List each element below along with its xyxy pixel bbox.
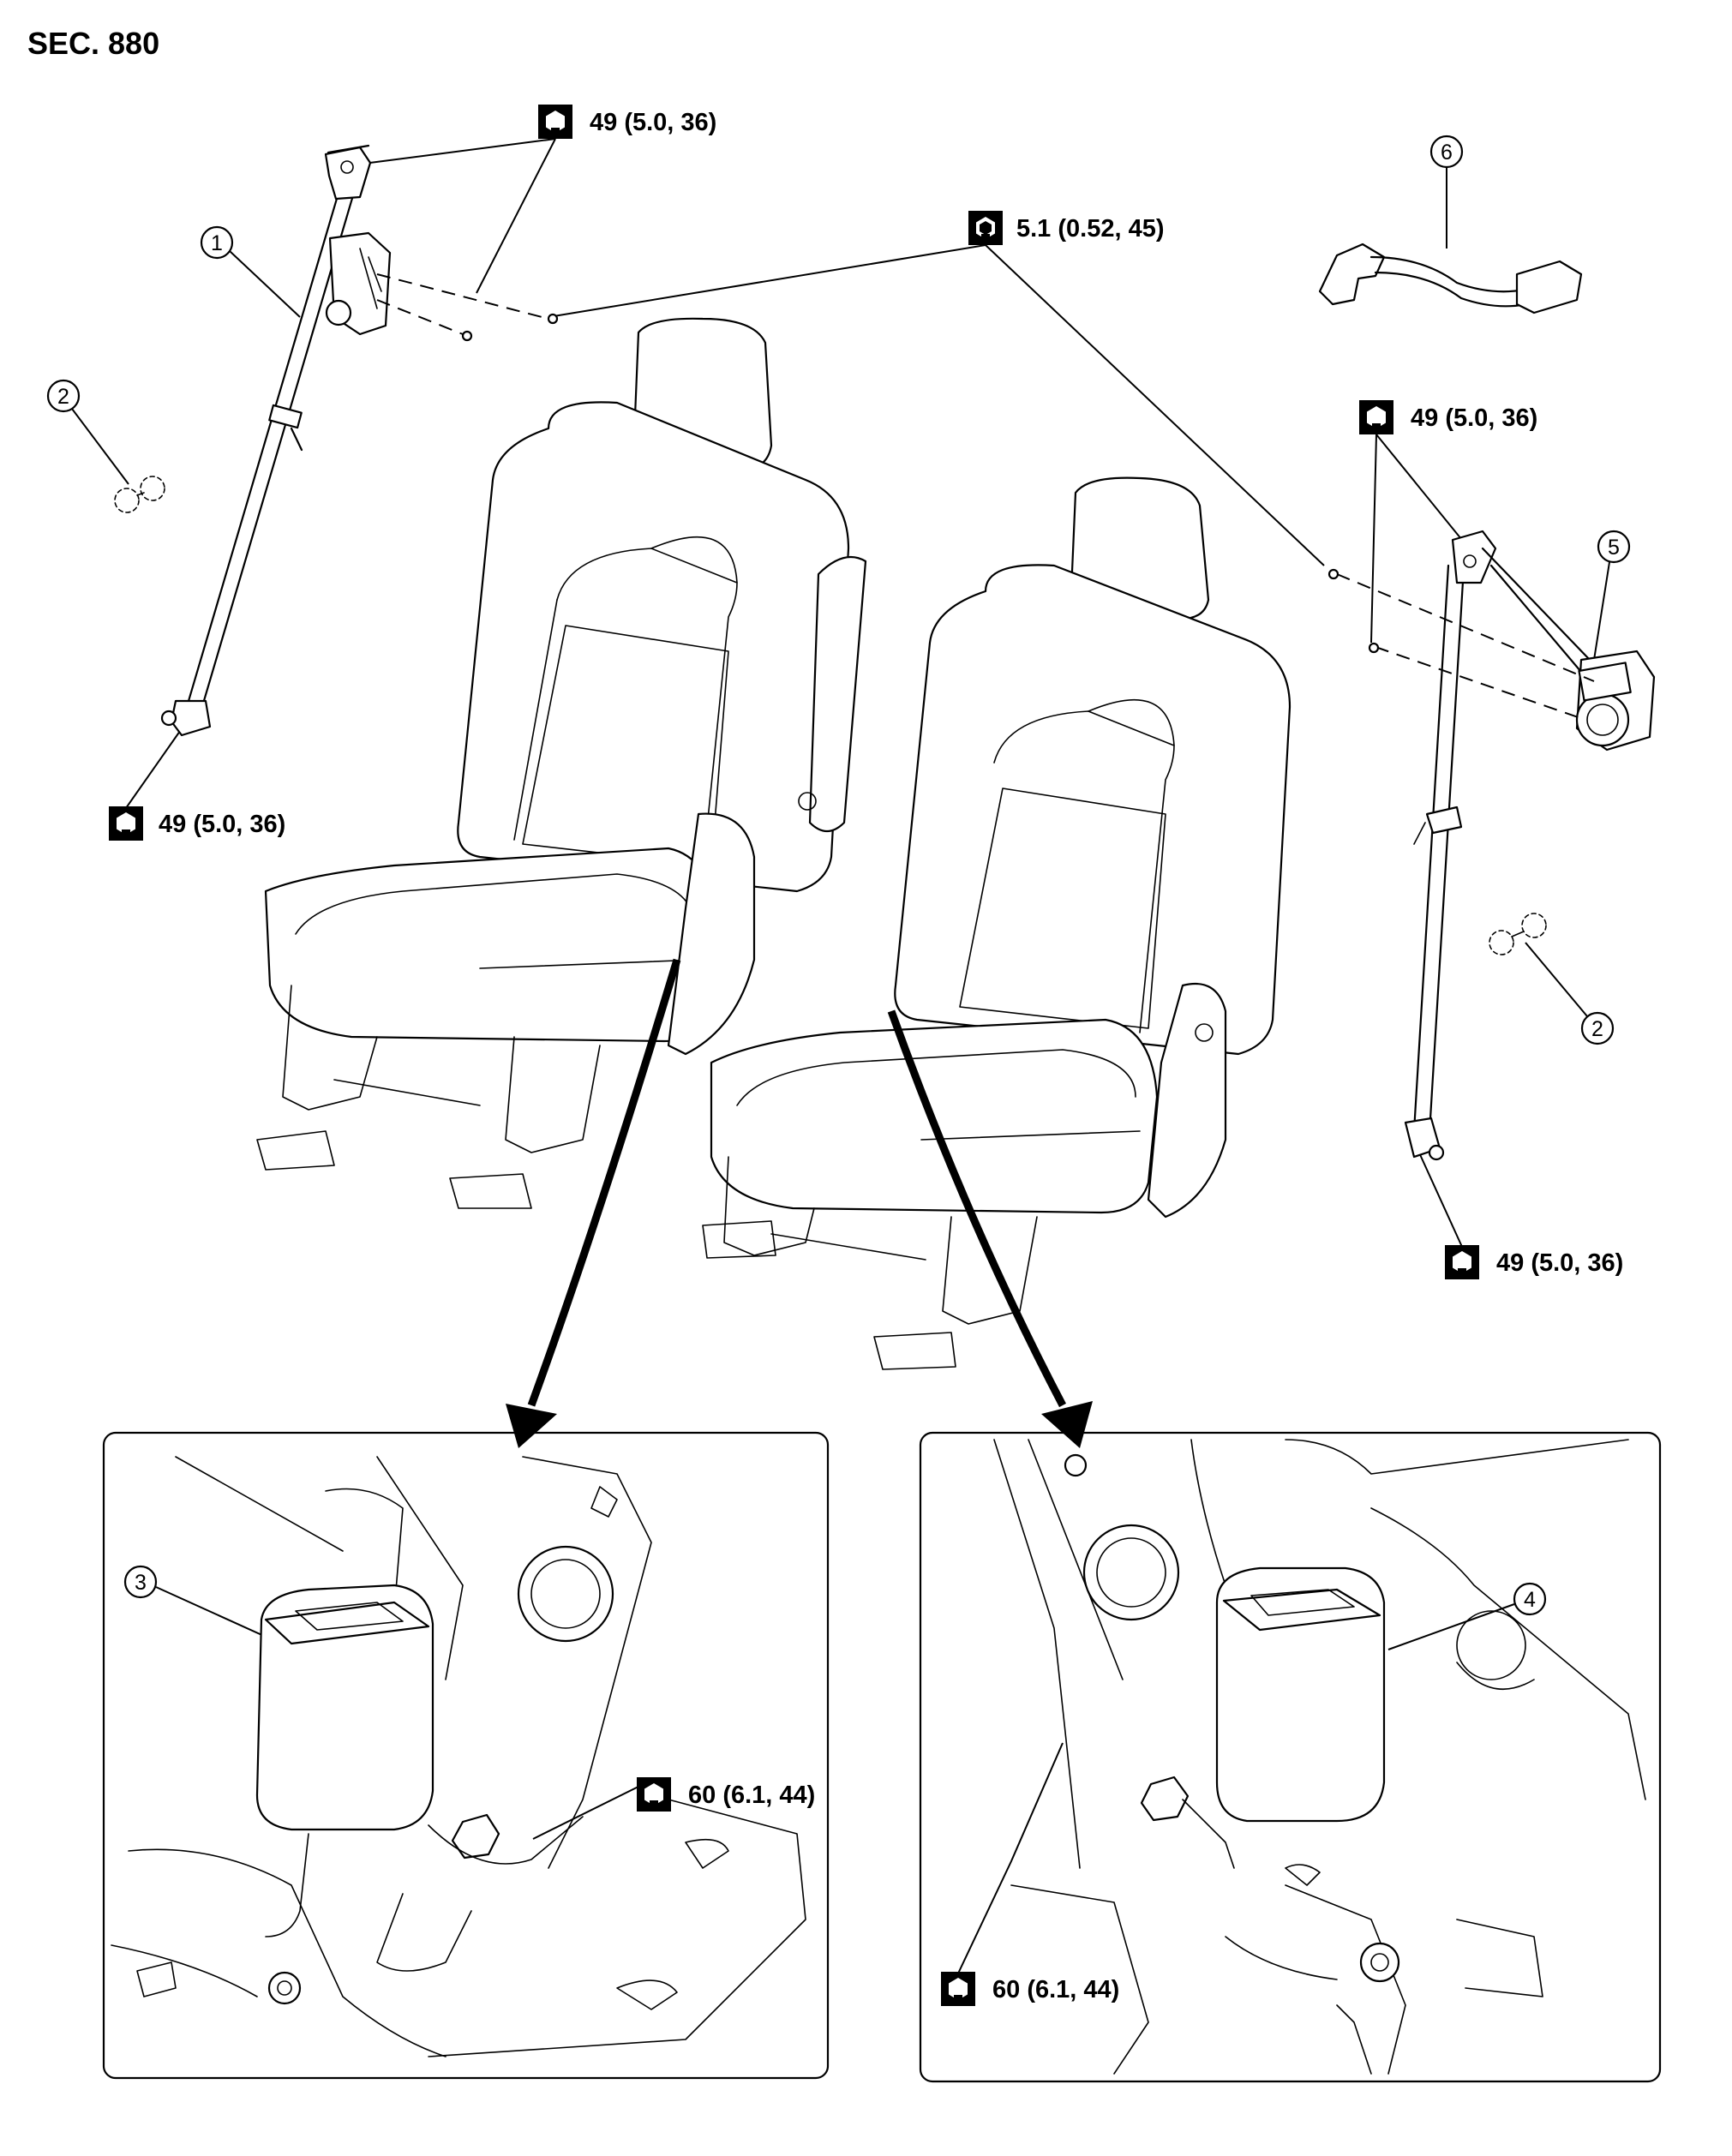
torque-value: 60 (6.1, 44) xyxy=(992,1976,1119,2003)
torque-value: 5.1 (0.52, 45) xyxy=(1016,215,1165,243)
callout-6: 6 xyxy=(1429,135,1464,249)
callout-2-right: 2 xyxy=(1525,942,1615,1045)
clip-right xyxy=(1489,913,1547,955)
detail-arrow-right xyxy=(887,1009,1093,1448)
torque-wrench-icon xyxy=(941,1972,975,2006)
torque-spec-center-bolt: 5.1 (0.52, 45) xyxy=(968,211,1165,245)
callout-number: 3 xyxy=(135,1571,147,1595)
torque-value: 49 (5.0, 36) xyxy=(1411,404,1537,432)
torque-wrench-icon xyxy=(968,211,1003,245)
callout-number: 6 xyxy=(1441,141,1453,165)
right-seat-belt-assembly xyxy=(1404,530,1656,1161)
detail-box-left xyxy=(102,1431,830,2080)
clip-left xyxy=(114,476,165,513)
torque-wrench-icon xyxy=(1359,400,1393,434)
torque-spec-buckle-left: 60 (6.1, 44) xyxy=(637,1777,815,1812)
callout-2-left: 2 xyxy=(46,379,129,485)
callout-number: 5 xyxy=(1608,536,1620,560)
section-title: SEC. 880 xyxy=(27,26,159,61)
torque-wrench-icon xyxy=(637,1777,671,1812)
torque-wrench-icon xyxy=(109,806,143,841)
left-seat xyxy=(256,317,867,1209)
torque-wrench-icon xyxy=(538,105,572,139)
detail-arrow-left xyxy=(506,958,681,1448)
torque-spec-right-upper: 49 (5.0, 36) xyxy=(1359,400,1537,434)
torque-value: 49 (5.0, 36) xyxy=(590,109,716,136)
callout-4: 4 xyxy=(1387,1582,1547,1650)
buckle-assembly xyxy=(1318,243,1583,314)
callout-3: 3 xyxy=(123,1565,267,1638)
torque-value: 49 (5.0, 36) xyxy=(159,811,285,838)
torque-spec-left-lower-anchor: 49 (5.0, 36) xyxy=(109,806,285,841)
torque-value: 60 (6.1, 44) xyxy=(688,1782,815,1809)
callout-number: 2 xyxy=(1591,1017,1603,1041)
torque-leader-lines xyxy=(125,138,1470,1974)
callout-5: 5 xyxy=(1593,530,1631,661)
torque-spec-right-lower-anchor: 49 (5.0, 36) xyxy=(1445,1245,1623,1279)
torque-value: 49 (5.0, 36) xyxy=(1496,1249,1623,1277)
torque-wrench-icon xyxy=(1445,1245,1479,1279)
callout-1: 1 xyxy=(200,225,301,318)
left-seat-belt-assembly xyxy=(160,144,392,737)
right-bolt-lines xyxy=(1327,568,1595,721)
callout-number: 2 xyxy=(57,385,69,409)
callout-number: 4 xyxy=(1524,1588,1536,1612)
torque-spec-upper-anchor: 49 (5.0, 36) xyxy=(538,105,716,139)
detail-box-right xyxy=(919,1431,1662,2083)
left-bolt-lines xyxy=(376,273,559,342)
torque-spec-buckle-right: 60 (6.1, 44) xyxy=(941,1972,1119,2006)
callout-number: 1 xyxy=(211,231,223,255)
